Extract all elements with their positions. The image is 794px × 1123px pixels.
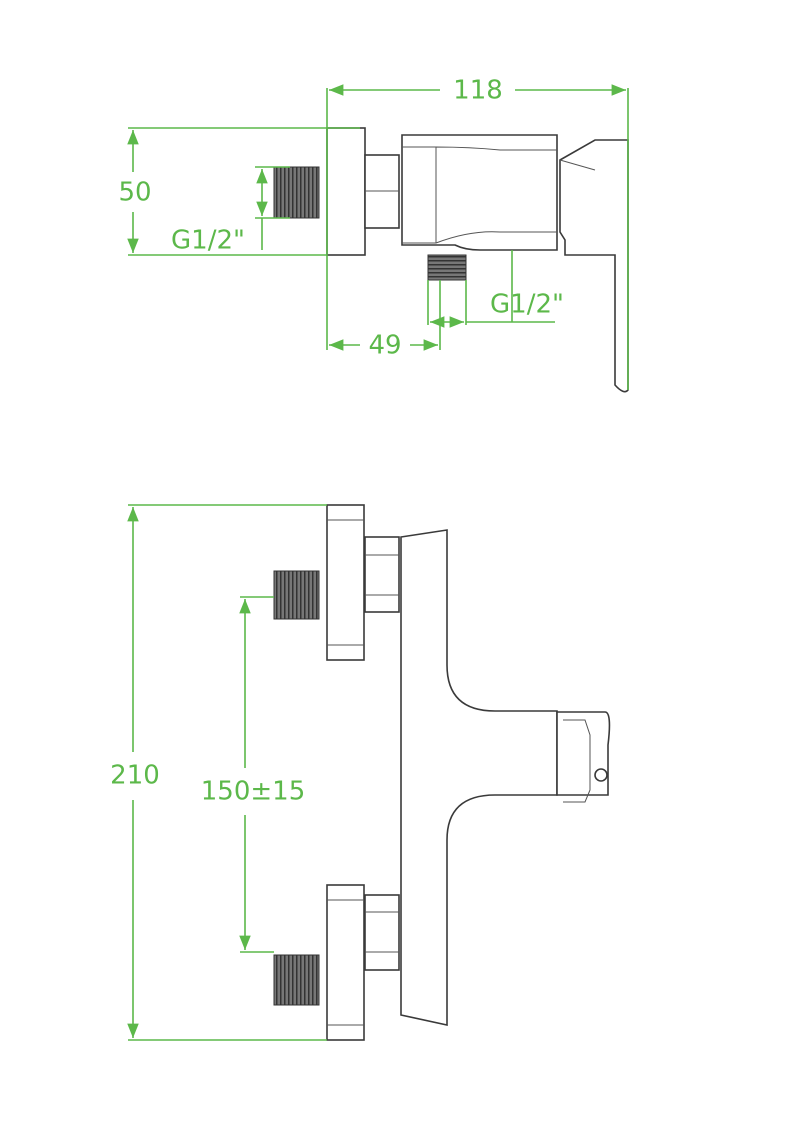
dim-outlet-offset: 49: [368, 331, 401, 361]
bottom-flange: [326, 884, 365, 1041]
front-view: 210 150±15: [110, 504, 611, 1041]
outlet-thread: [427, 254, 467, 281]
dim-inlet-spacing: 150±15: [201, 777, 306, 807]
top-hex-nut: [364, 536, 400, 613]
top-inlet-thread: [273, 570, 320, 620]
top-flange: [326, 504, 365, 661]
dim-height: 50: [118, 178, 151, 208]
lever-handle: [559, 139, 629, 393]
front-handle: [556, 711, 611, 796]
bottom-inlet-thread: [273, 954, 320, 1006]
dim-inlet-thread: G1/2": [171, 226, 245, 256]
bottom-hex-nut: [364, 894, 400, 971]
valve-body: [401, 134, 558, 251]
mixer-body: [400, 529, 558, 1026]
side-view: 118 50 G1/2" G1/2" 49: [118, 76, 629, 393]
wall-flange: [326, 127, 366, 256]
handle-indicator-hole: [594, 768, 608, 782]
dim-overall-height: 210: [110, 761, 160, 791]
dim-overall-depth: 118: [453, 76, 503, 106]
inlet-thread: [273, 166, 320, 219]
dim-outlet-thread: G1/2": [490, 290, 564, 320]
